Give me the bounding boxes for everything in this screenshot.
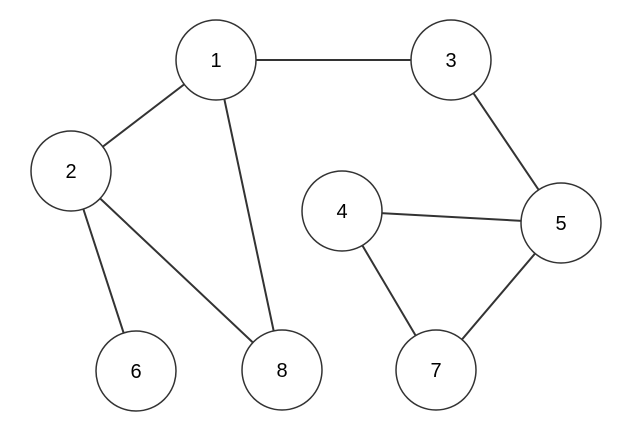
node-circle-1: [175, 19, 257, 101]
node-circle-3: [410, 19, 492, 101]
node-label-5: 5: [555, 213, 566, 235]
node-label-6: 6: [130, 361, 141, 383]
graph-node-8: 8: [241, 329, 323, 411]
node-circle-5: [520, 182, 602, 264]
graph-node-5: 5: [520, 182, 602, 264]
graph-edge-2-8: [70, 170, 283, 371]
node-circle-2: [30, 130, 112, 212]
node-label-1: 1: [210, 50, 221, 72]
node-circle-4: [301, 170, 383, 252]
node-circle-8: [241, 329, 323, 411]
node-label-8: 8: [276, 360, 287, 382]
node-label-3: 3: [445, 50, 456, 72]
node-label-2: 2: [65, 161, 76, 183]
node-circle-7: [395, 329, 477, 411]
graph-node-6: 6: [95, 330, 177, 412]
node-circle-6: [95, 330, 177, 412]
graph-node-7: 7: [395, 329, 477, 411]
graph-node-2: 2: [30, 130, 112, 212]
node-label-4: 4: [336, 201, 347, 223]
graph-node-1: 1: [175, 19, 257, 101]
graph-node-3: 3: [410, 19, 492, 101]
graph-node-4: 4: [301, 170, 383, 252]
graph-edge-1-8: [215, 59, 283, 371]
node-label-7: 7: [430, 360, 441, 382]
